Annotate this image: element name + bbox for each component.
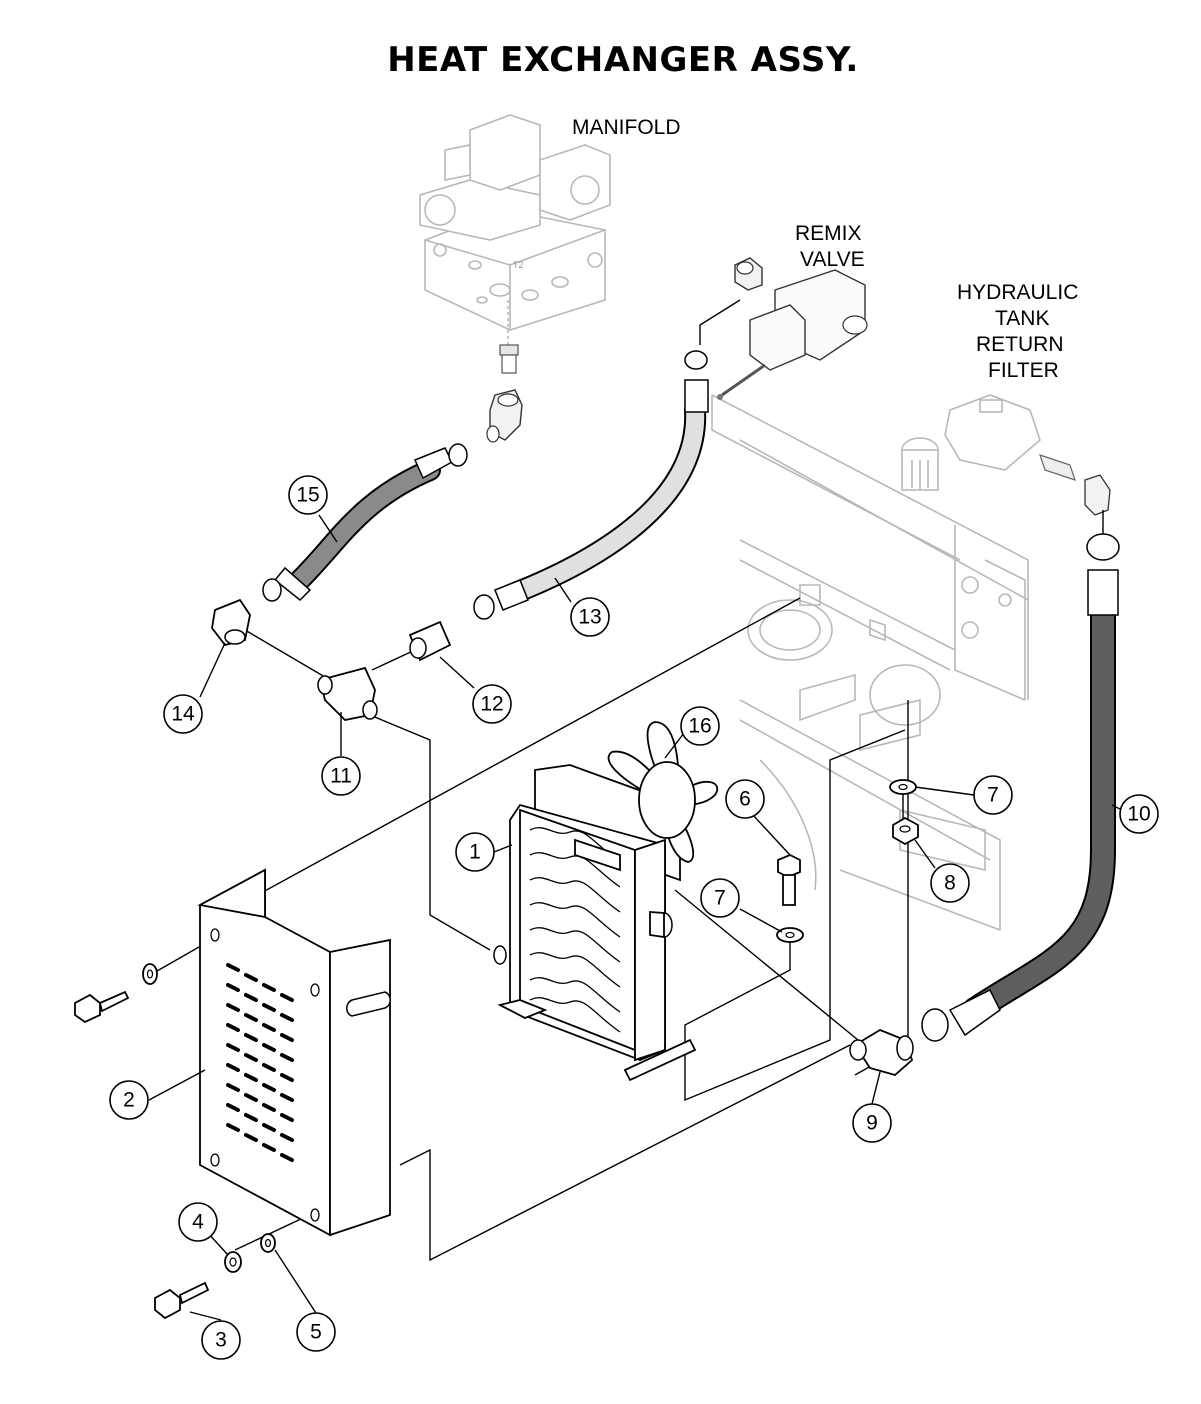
diagram-title: HEAT EXCHANGER ASSY. bbox=[387, 40, 859, 80]
manifold-port-label: T2 bbox=[513, 260, 524, 270]
callout-number: 16 bbox=[688, 715, 711, 738]
callout-15: 15 bbox=[288, 475, 328, 515]
tee-fitting-11 bbox=[317, 666, 378, 721]
callout-number: 4 bbox=[192, 1211, 204, 1234]
callout-6: 6 bbox=[725, 779, 765, 819]
hose-15 bbox=[262, 443, 468, 602]
callout-number: 15 bbox=[296, 484, 319, 507]
manifold-label: MANIFOLD bbox=[572, 116, 681, 139]
callout-number: 2 bbox=[123, 1089, 135, 1112]
washer-7-lower bbox=[776, 927, 804, 943]
elbow-fitting-14 bbox=[211, 598, 251, 647]
callout-9: 9 bbox=[852, 1103, 892, 1143]
callout-number: 9 bbox=[866, 1112, 878, 1135]
callout-number: 8 bbox=[944, 872, 956, 895]
callout-number: 1 bbox=[469, 841, 481, 864]
callout-7-lower: 7 bbox=[700, 878, 740, 918]
adapter-fitting-12 bbox=[408, 620, 452, 662]
bolt-3 bbox=[154, 1281, 210, 1320]
callout-number: 13 bbox=[578, 606, 601, 629]
hose-13 bbox=[473, 350, 709, 620]
callout-5: 5 bbox=[296, 1312, 336, 1352]
remix-valve-assembly bbox=[717, 257, 868, 400]
callout-number: 7 bbox=[714, 887, 726, 910]
bolt-upper-left bbox=[74, 963, 158, 1024]
lock-washer-5 bbox=[260, 1233, 276, 1253]
filter-label-line2: TANK bbox=[995, 307, 1049, 330]
callout-4: 4 bbox=[178, 1202, 218, 1242]
callout-number: 12 bbox=[480, 693, 503, 716]
callout-14: 14 bbox=[163, 694, 203, 734]
callout-number: 5 bbox=[310, 1321, 322, 1344]
hose-10 bbox=[921, 533, 1120, 1042]
callout-number: 11 bbox=[330, 765, 352, 788]
return-filter-assembly bbox=[901, 394, 1111, 516]
callout-8: 8 bbox=[930, 863, 970, 903]
callout-1: 1 bbox=[455, 832, 495, 872]
heat-exchanger-core bbox=[493, 764, 697, 1082]
callout-number: 3 bbox=[215, 1329, 227, 1352]
fan-16 bbox=[607, 721, 718, 863]
callout-12: 12 bbox=[472, 684, 512, 724]
manifold-fitting bbox=[486, 344, 523, 443]
guard-panel-2 bbox=[197, 868, 391, 1237]
callout-number: 10 bbox=[1127, 803, 1150, 826]
machine-frame-ghost bbox=[711, 394, 1029, 931]
callout-16: 16 bbox=[680, 706, 720, 746]
washer-4 bbox=[224, 1251, 242, 1273]
callout-number: 7 bbox=[987, 784, 999, 807]
washer-7-upper bbox=[889, 779, 917, 795]
filter-label-line3: RETURN bbox=[976, 333, 1064, 356]
remix-valve-label-line2: VALVE bbox=[800, 248, 865, 271]
manifold-assembly: T2 bbox=[419, 114, 611, 345]
filter-label-line1: HYDRAULIC bbox=[957, 281, 1078, 304]
callout-11: 11 bbox=[321, 756, 361, 796]
callout-leaders bbox=[148, 514, 1121, 1321]
guard-vent-slots bbox=[226, 963, 294, 1162]
bolt-6 bbox=[777, 854, 801, 906]
remix-valve-label-line1: REMIX bbox=[795, 222, 862, 245]
nut-8 bbox=[892, 816, 919, 846]
elbow-fitting-9 bbox=[849, 1028, 914, 1076]
callout-13: 13 bbox=[570, 597, 610, 637]
callout-10: 10 bbox=[1119, 794, 1159, 834]
callout-number: 14 bbox=[171, 703, 195, 726]
callout-3: 3 bbox=[201, 1320, 241, 1360]
callout-2: 2 bbox=[109, 1080, 149, 1120]
callout-7-upper: 7 bbox=[973, 775, 1013, 815]
callout-number: 6 bbox=[739, 788, 751, 811]
filter-label-line4: FILTER bbox=[988, 359, 1059, 382]
